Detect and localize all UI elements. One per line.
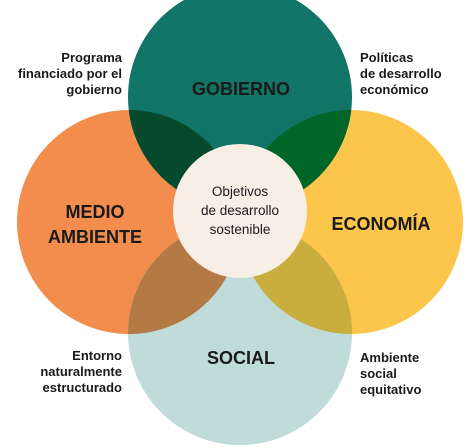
center-circle [173, 144, 307, 278]
note-top-left-line-1: Programa [61, 50, 122, 65]
economia-label: ECONOMÍA [332, 213, 431, 234]
note-top-right-line-3: económico [360, 82, 429, 97]
center-label-line-1: Objetivos [212, 184, 269, 199]
note-bottom-left: Entorno naturalmente estructurado [40, 348, 122, 396]
overlap-gobierno-economia [239, 110, 352, 209]
note-bottom-right-line-1: Ambiente [360, 350, 420, 365]
overlap-gobierno-medio-ambiente [128, 110, 241, 209]
note-bottom-right: Ambiente social equitativo [360, 350, 421, 398]
note-bottom-left-line-2: naturalmente [40, 364, 122, 379]
note-top-left: Programa financiado por el gobierno [18, 50, 122, 98]
medio-ambiente-label-line-2: AMBIENTE [48, 227, 142, 247]
center-label-line-3: sostenible [210, 222, 271, 237]
note-bottom-left-line-1: Entorno [72, 348, 122, 363]
note-bottom-left-line-3: estructurado [42, 380, 122, 395]
note-bottom-right-line-2: social [360, 366, 397, 381]
note-bottom-right-line-3: equitativo [360, 382, 422, 397]
center-label-line-2: de desarrollo [201, 203, 279, 218]
note-top-right: Políticas de desarrollo económico [360, 50, 442, 98]
note-top-right-line-1: Políticas [360, 50, 414, 65]
social-label: SOCIAL [207, 348, 275, 368]
medio-ambiente-label-line-1: MEDIO [65, 202, 124, 222]
gobierno-label: GOBIERNO [192, 79, 290, 99]
note-top-left-line-2: financiado por el [17, 66, 122, 81]
note-top-left-line-3: gobierno [66, 82, 122, 97]
note-top-right-line-2: de desarrollo [360, 66, 442, 81]
